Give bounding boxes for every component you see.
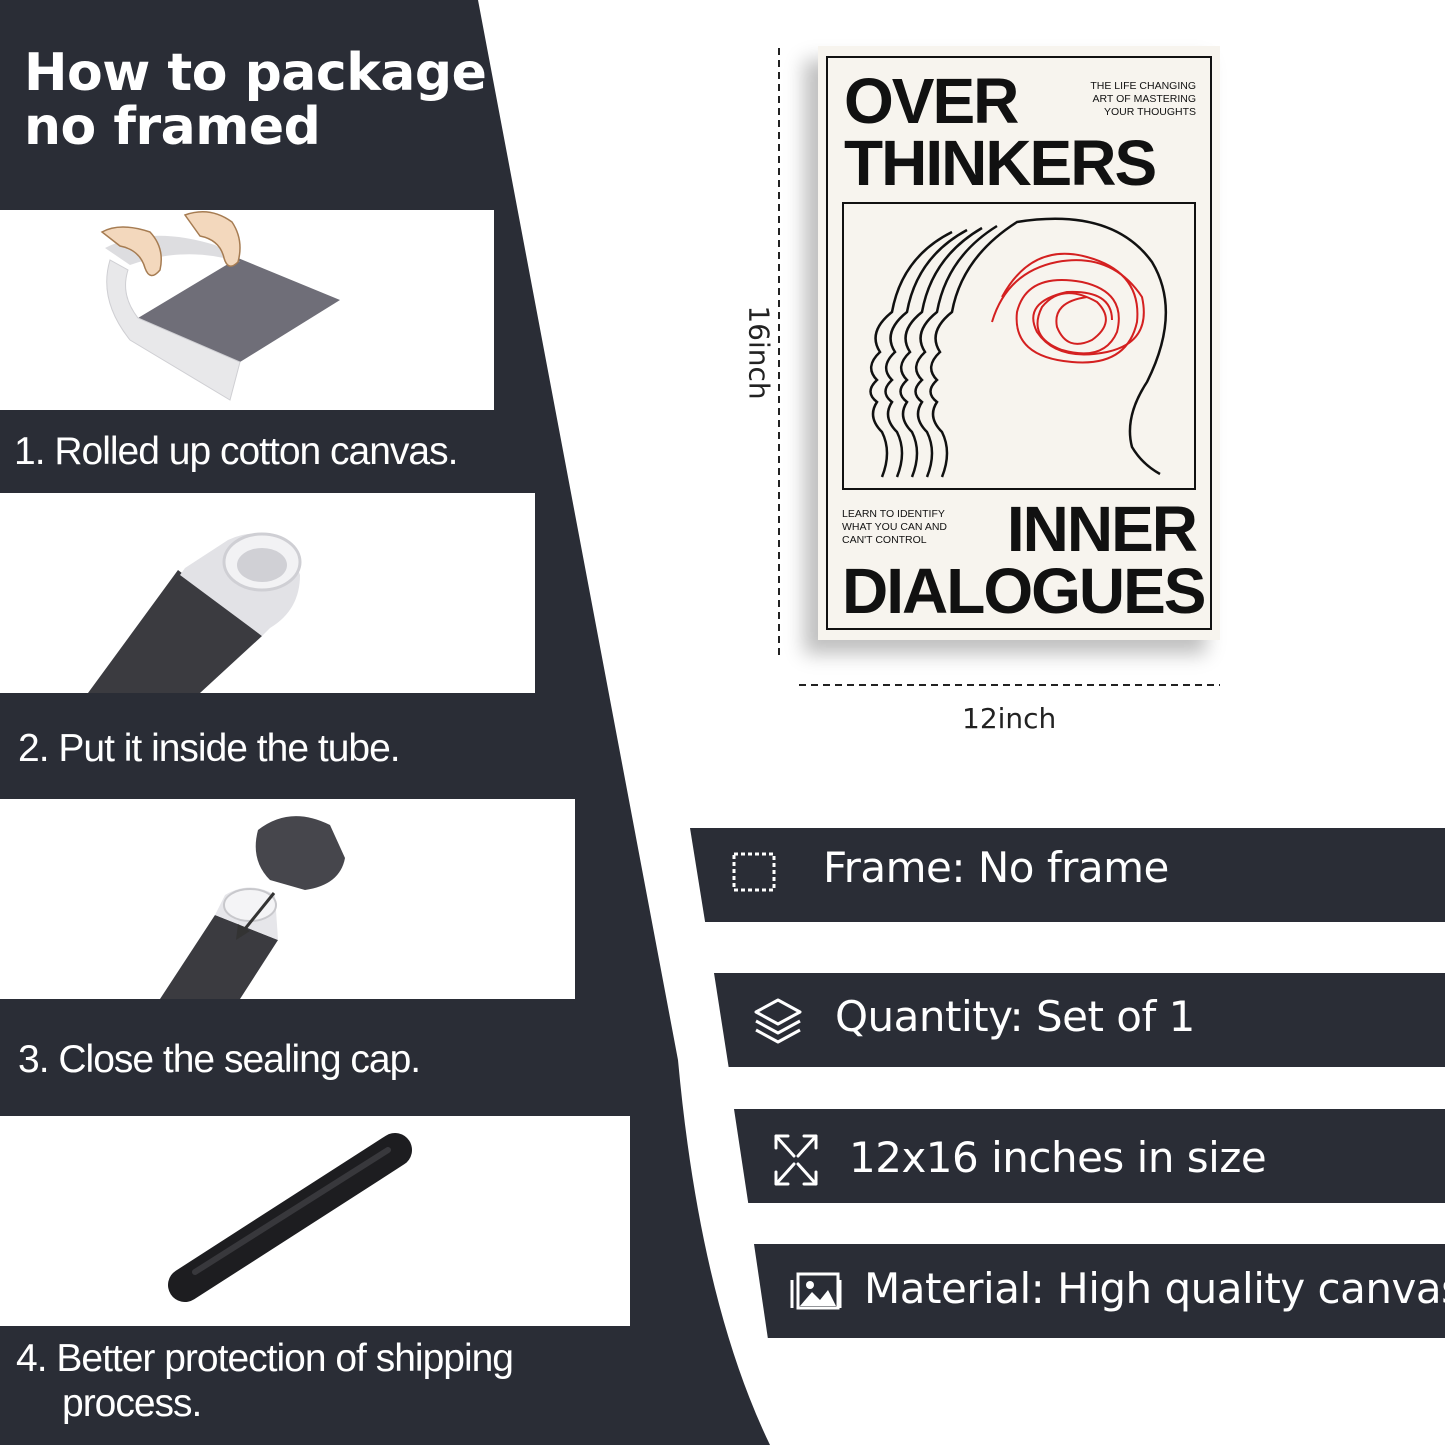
feature-quantity-text: Quantity: Set of 1	[835, 992, 1195, 1041]
feature-frame-text: Frame: No frame	[823, 843, 1169, 892]
step4-label-line2: process.	[62, 1382, 202, 1425]
poster-preview: OVER THINKERS THE LIFE CHANGING ART OF M…	[818, 46, 1220, 640]
poster-title-inner: INNER	[1006, 493, 1198, 565]
poster-artwork	[842, 202, 1196, 490]
sealing-cap-illustration	[160, 816, 345, 999]
feature-quantity	[714, 973, 1445, 1067]
layers-icon	[754, 998, 802, 1044]
poster-title-over: OVER	[844, 65, 1019, 137]
height-label: 16inch	[742, 305, 776, 400]
step2-label: 2. Put it inside the tube.	[18, 727, 401, 770]
step3-label: 3. Close the sealing cap.	[18, 1038, 421, 1081]
feature-size	[734, 1109, 1445, 1203]
step1-label: 1. Rolled up cotton canvas.	[14, 430, 458, 473]
width-label: 12inch	[962, 702, 1057, 735]
expand-icon	[774, 1134, 818, 1186]
closed-tube-illustration	[168, 1133, 412, 1302]
packaging-title: How to package no framed	[24, 43, 487, 157]
scribble-icon	[991, 252, 1145, 364]
feature-size-text: 12x16 inches in size	[849, 1133, 1267, 1182]
width-dimension-line	[799, 684, 1220, 686]
height-dimension-line	[778, 48, 780, 660]
poster-border	[826, 56, 1212, 630]
head-outlines-icon	[869, 217, 1167, 478]
poster-title-thinkers: THINKERS	[844, 127, 1157, 199]
rolled-canvas-illustration	[100, 211, 340, 401]
frame-icon	[732, 852, 776, 892]
feature-material-text: Material: High quality canvas	[864, 1264, 1445, 1313]
packaging-title-line1: How to package	[24, 43, 487, 103]
feature-frame	[690, 828, 1445, 922]
step4-label-line1: 4. Better protection of shipping	[16, 1337, 514, 1380]
feature-material	[754, 1244, 1445, 1338]
tube-insert-illustration	[88, 532, 302, 693]
poster-tagline-bottom: LEARN TO IDENTIFY WHAT YOU CAN AND CAN'T…	[842, 508, 948, 546]
packaging-title-line2: no framed	[24, 97, 321, 157]
image-icon	[790, 1272, 842, 1310]
poster-tagline-top: THE LIFE CHANGING ART OF MASTERING YOUR …	[1090, 80, 1196, 118]
poster-title-dialogues: DIALOGUES	[842, 555, 1206, 627]
